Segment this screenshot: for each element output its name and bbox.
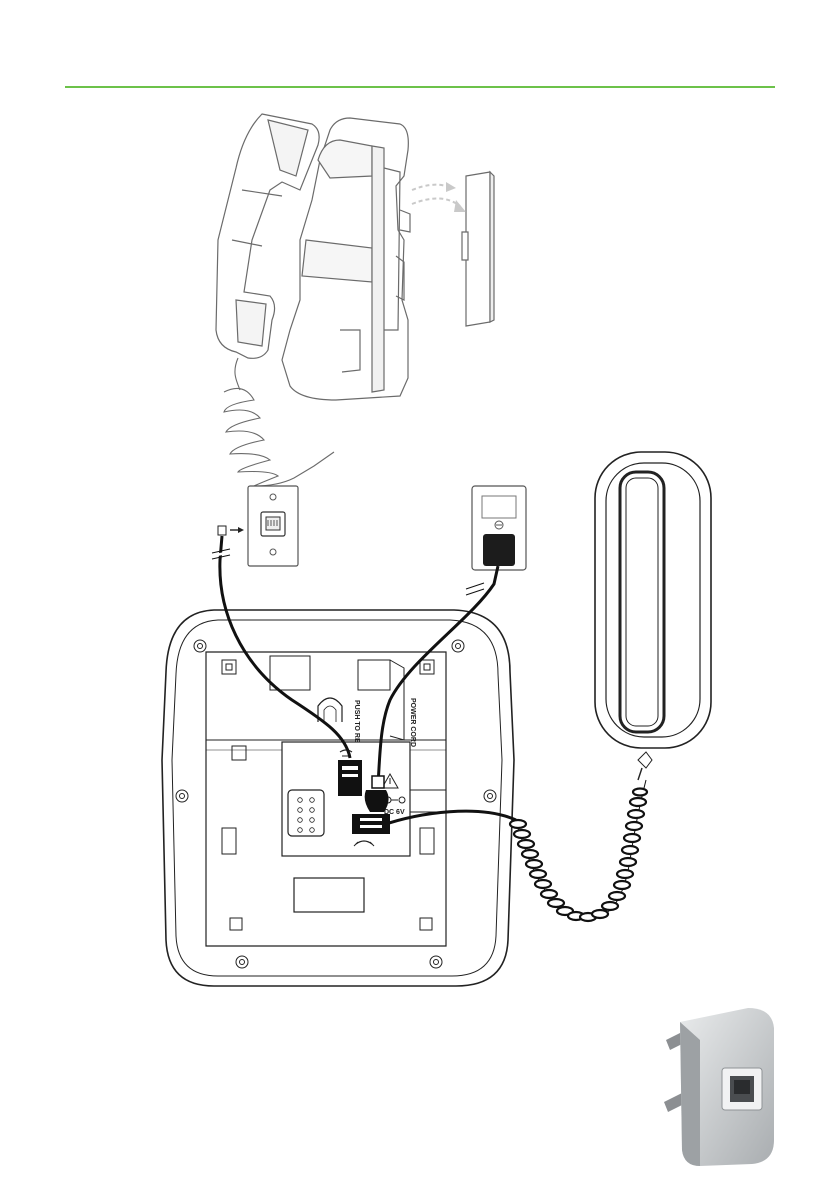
line-cord-connector bbox=[338, 760, 362, 796]
wall-mount-illustration bbox=[216, 114, 494, 486]
line-cord-plug bbox=[218, 526, 244, 535]
handset-top-view bbox=[595, 452, 711, 780]
power-outlet bbox=[472, 486, 526, 570]
telephone-double-adapter bbox=[664, 1008, 774, 1166]
handset-cord-connector bbox=[352, 814, 390, 834]
wall-plate-bracket bbox=[462, 172, 494, 326]
telephone-wall-jack bbox=[248, 486, 298, 566]
keypad-module bbox=[288, 790, 324, 836]
base-unit-bottom: PUSH TO RELEASE POWER CORD bbox=[162, 610, 514, 986]
